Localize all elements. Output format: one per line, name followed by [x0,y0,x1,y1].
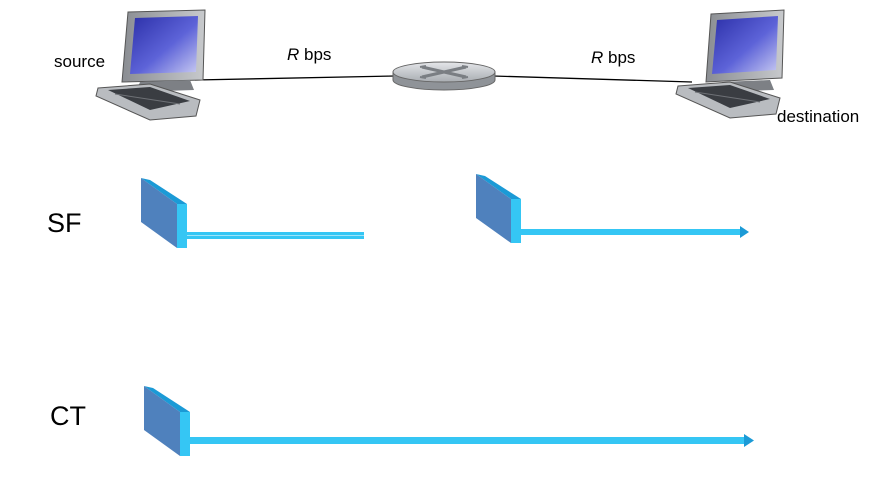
sf-packet-source [141,178,187,248]
source-label: source [54,52,106,71]
sf-packet-router [476,174,521,243]
link-rate-label-1: R bps [287,46,331,63]
sf-transmission-bar-1 [187,232,364,239]
link-router-destination [492,75,693,83]
source-computer-icon [95,9,206,121]
rate-variable: R [591,48,604,67]
router-icon [392,61,496,91]
rate-variable: R [287,45,300,64]
sf-transmission-arrow-2 [521,226,749,238]
ct-transmission-arrow [190,434,754,447]
sf-row-label: SF [47,208,82,238]
rate-unit: bps [304,45,332,64]
destination-computer-icon [675,9,785,119]
link-rate-label-2: R bps [591,49,635,66]
link-source-router [194,75,396,81]
rate-unit: bps [608,48,636,67]
ct-packet-source [144,386,190,456]
destination-label: destination [777,107,860,126]
ct-row-label: CT [50,401,86,431]
